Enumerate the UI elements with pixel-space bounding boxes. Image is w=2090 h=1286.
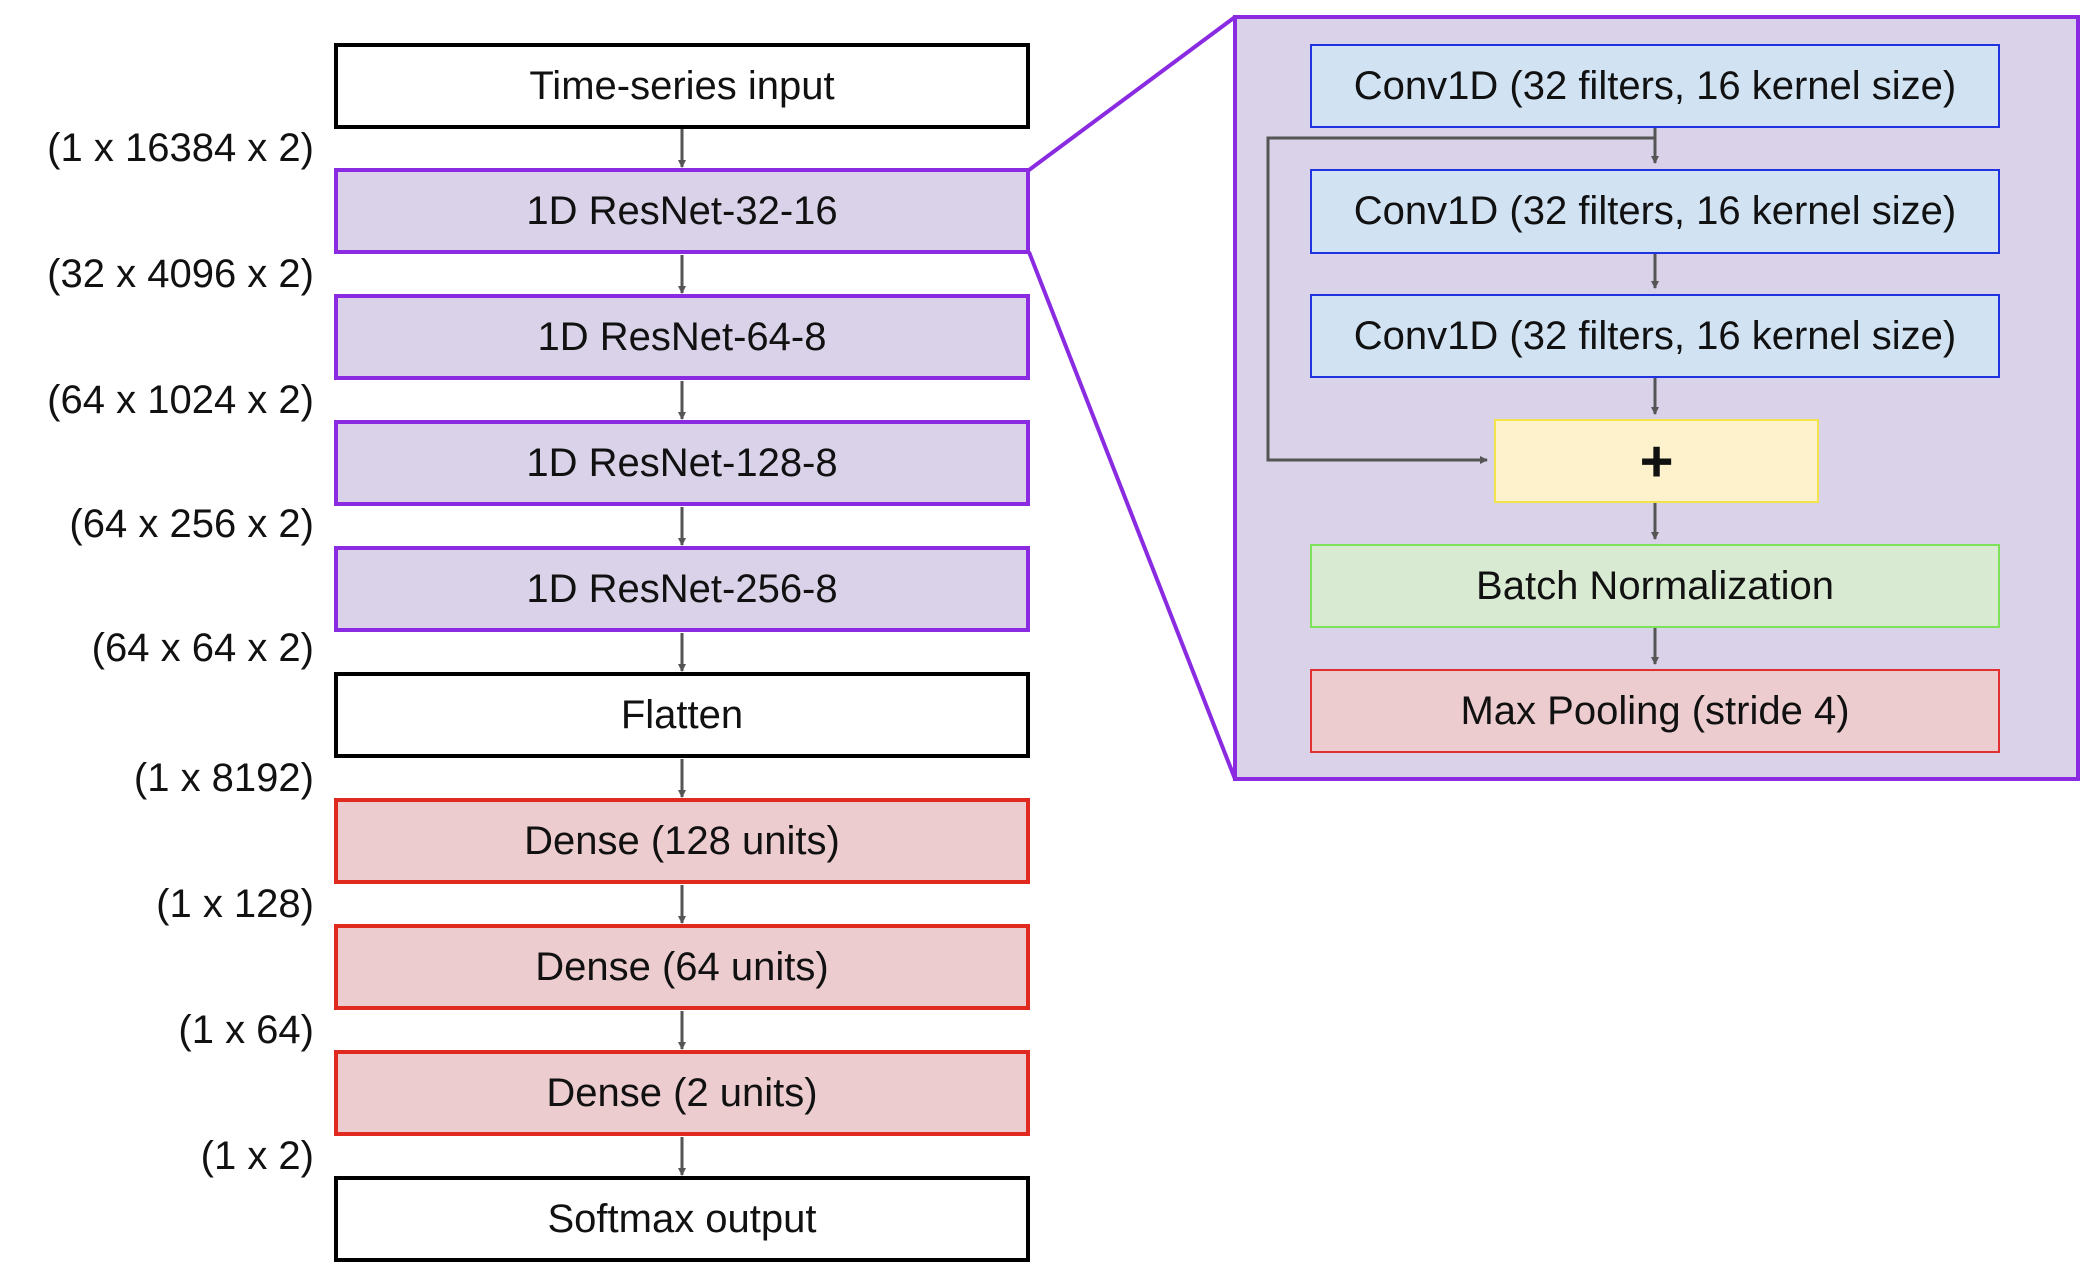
flatten-block: Flatten xyxy=(334,672,1030,758)
dense-64-block: Dense (64 units) xyxy=(334,924,1030,1010)
shape-label-dense-128: (1 x 128) xyxy=(156,882,314,926)
resnet-32-16-block: 1D ResNet-32-16 xyxy=(334,168,1030,254)
shape-label-dense-64: (1 x 64) xyxy=(178,1008,314,1052)
time-series-input-block: Time-series input xyxy=(334,43,1030,129)
resnet-256-8-block: 1D ResNet-256-8 xyxy=(334,546,1030,632)
resnet-64-8-block: 1D ResNet-64-8 xyxy=(334,294,1030,380)
resnet-block-arrows xyxy=(1266,128,1659,665)
zoom-line-bottom xyxy=(1027,251,1237,780)
resnet-128-8-block: 1D ResNet-128-8 xyxy=(334,420,1030,506)
batch-normalization-layer: Batch Normalization xyxy=(1310,544,2000,628)
dense-2-block: Dense (2 units) xyxy=(334,1050,1030,1136)
conv1d-layer-2: Conv1D (32 filters, 16 kernel size) xyxy=(1310,169,2000,254)
shape-label-flatten: (1 x 8192) xyxy=(133,756,314,800)
shape-label-resnet-32-16: (32 x 4096 x 2) xyxy=(47,252,314,296)
shape-label-input: (1 x 16384 x 2) xyxy=(47,126,314,170)
zoom-line-top xyxy=(1027,15,1237,172)
shape-label-resnet-256-8: (64 x 64 x 2) xyxy=(91,626,314,670)
conv1d-layer-3: Conv1D (32 filters, 16 kernel size) xyxy=(1310,294,2000,378)
shape-label-resnet-128-8: (64 x 256 x 2) xyxy=(69,502,314,546)
skip-connection-arrow xyxy=(1266,136,1655,464)
conv1d-layer-1: Conv1D (32 filters, 16 kernel size) xyxy=(1310,44,2000,128)
softmax-output-block: Softmax output xyxy=(334,1176,1030,1262)
dense-128-block: Dense (128 units) xyxy=(334,798,1030,884)
residual-add-node: + xyxy=(1494,419,1819,503)
shape-label-dense-2: (1 x 2) xyxy=(200,1134,314,1178)
max-pooling-layer: Max Pooling (stride 4) xyxy=(1310,669,2000,753)
shape-label-resnet-64-8: (64 x 1024 x 2) xyxy=(47,378,314,422)
